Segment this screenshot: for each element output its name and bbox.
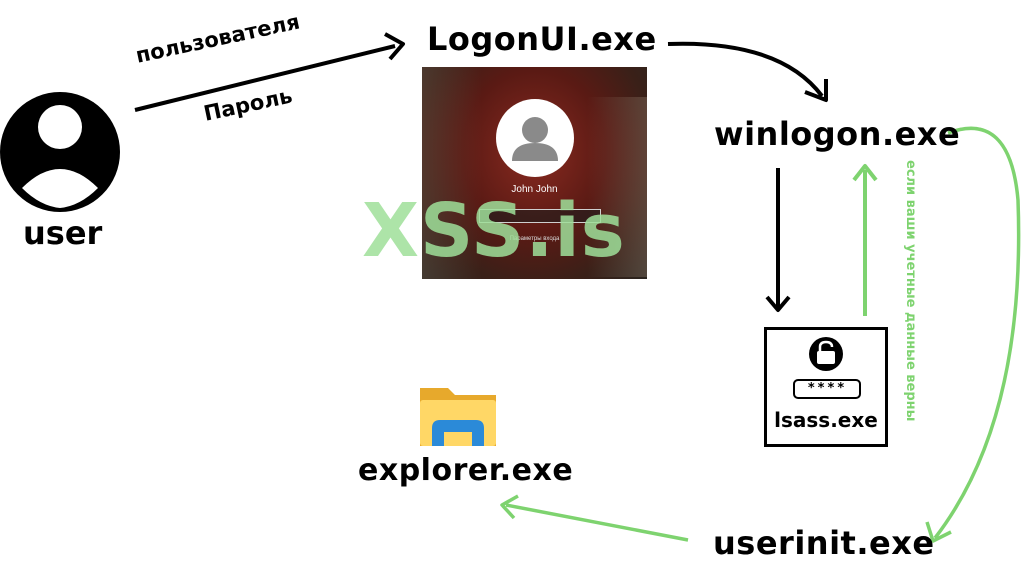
- folder-icon: [420, 388, 496, 446]
- arrow-winlogon-to-lsass: [765, 168, 791, 312]
- arrow-winlogon-to-userinit: [925, 126, 1021, 543]
- lsass-node: **** lsass.exe: [764, 327, 888, 447]
- lsass-label: lsass.exe: [774, 408, 878, 432]
- login-avatar: [496, 99, 574, 177]
- sign-in-options-link[interactable]: Параметры входа: [509, 236, 560, 242]
- user-label: user: [23, 214, 103, 252]
- login-password-field[interactable]: [479, 209, 601, 223]
- person-icon: [512, 117, 558, 161]
- arrow-logonui-to-winlogon: [667, 41, 828, 102]
- condition-label: если ваши учетные данные верны: [903, 160, 918, 422]
- arrow-lsass-to-winlogon: [852, 164, 878, 316]
- arrow-user-to-logonui: [134, 32, 405, 112]
- user-icon: [0, 92, 120, 212]
- login-screen-screenshot: John John Параметры входа: [422, 67, 647, 279]
- userinit-label: userinit.exe: [713, 524, 935, 562]
- logonui-label: LogonUI.exe: [427, 20, 657, 58]
- password-mask: ****: [793, 379, 861, 399]
- winlogon-label: winlogon.exe: [714, 115, 961, 153]
- explorer-label: explorer.exe: [358, 453, 574, 488]
- watermark: XSS.is: [362, 188, 626, 274]
- lock-icon: [809, 337, 843, 371]
- login-user-name: John John: [511, 184, 558, 195]
- arrow-userinit-to-explorer: [500, 494, 689, 542]
